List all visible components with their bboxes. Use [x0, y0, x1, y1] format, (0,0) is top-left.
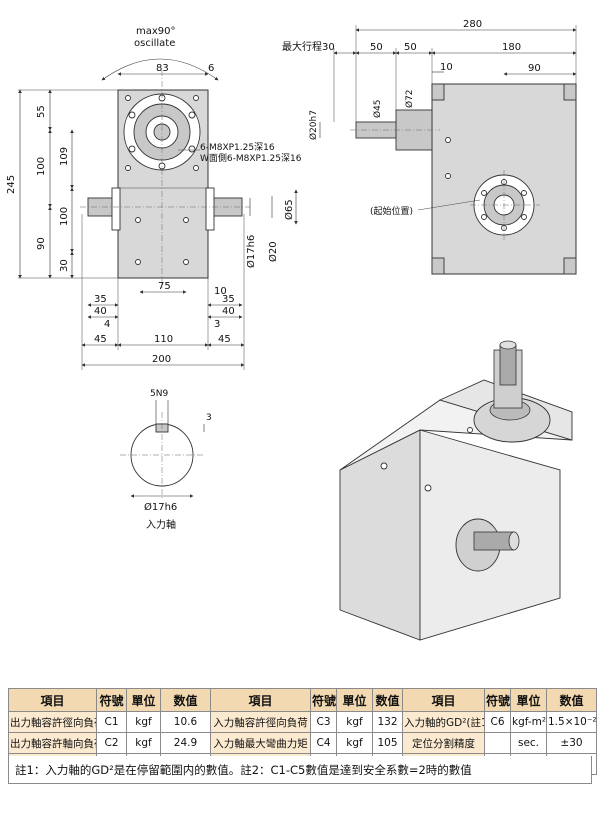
dim-40-right: 40 [222, 306, 235, 317]
table-cell: 入力軸容許徑向負荷 [210, 711, 311, 733]
dim-20: Ø20 [267, 241, 279, 262]
table-header-cell: 符號 [310, 688, 337, 712]
table-cell: 132 [372, 711, 403, 733]
dim-90-side: 90 [528, 63, 541, 74]
table-cell: ±30 [546, 732, 597, 754]
table-cell: 定位分割精度 [402, 732, 485, 754]
dim-110: 110 [154, 334, 173, 345]
table-cell: 24.9 [160, 732, 211, 754]
input-shaft-caption: 入力軸 [146, 518, 176, 531]
dim-10: 10 [214, 286, 227, 297]
dim-45-left: 45 [94, 334, 107, 345]
dim-max-stroke: 最大行程30 [282, 40, 335, 53]
table-header-cell: 項目 [210, 688, 311, 712]
table-cell: 出力軸容許軸向負荷 [8, 732, 97, 754]
front-view: max90° oscillate 83 6 55 109 100 [6, 26, 302, 370]
table-header-cell: 符號 [484, 688, 511, 712]
dim-65: Ø65 [283, 199, 295, 220]
table-header-cell: 項目 [8, 688, 97, 712]
dim-3: 3 [214, 319, 220, 330]
dim-50a: 50 [370, 42, 383, 53]
dim-180: 180 [502, 42, 521, 53]
dim-75: 75 [158, 281, 171, 292]
dim-10-side: 10 [440, 62, 453, 73]
table-cell: kgf [336, 711, 373, 733]
table-cell: 1.5×10⁻² [546, 711, 597, 733]
table-header-cell: 符號 [96, 688, 127, 712]
side-view: 280 最大行程30 50 50 180 10 90 Ø20h7 Ø45 Ø72… [282, 19, 577, 275]
oscillate-arc [101, 58, 219, 81]
table-header-row: 項目符號單位数值項目符號單位数值項目符號單位数值 [8, 688, 597, 712]
dim-55: 55 [36, 105, 47, 118]
dim-109: 109 [59, 147, 70, 166]
dim-45-side: Ø45 [372, 99, 383, 118]
dim-40-left: 40 [94, 306, 107, 317]
table-cell: C3 [310, 711, 337, 733]
dim-35-left: 35 [94, 294, 107, 305]
table-header-cell: 單位 [336, 688, 373, 712]
iso-input-shaft [473, 531, 515, 551]
dim-4: 4 [104, 319, 110, 330]
dim-100a: 100 [36, 157, 47, 176]
dim-45-right: 45 [218, 334, 231, 345]
table-cell: kgf-m² [510, 711, 547, 733]
dim-17h6-shaft: Ø17h6 [144, 501, 177, 513]
dim-83: 83 [156, 63, 169, 74]
isometric-view [339, 340, 573, 641]
dim-35-right: 35 [222, 294, 235, 305]
table-cell: 10.6 [160, 711, 211, 733]
table-cell: 105 [372, 732, 403, 754]
dim-30: 30 [59, 259, 70, 272]
dim-17h6: Ø17h6 [245, 235, 257, 268]
iso-output-shaft [499, 344, 517, 386]
dim-6: 6 [208, 63, 214, 74]
dim-20h7: Ø20h7 [308, 110, 319, 140]
table-header-cell: 数值 [372, 688, 403, 712]
table-cell: kgf [336, 732, 373, 754]
dim-200: 200 [152, 354, 171, 365]
dim-50b: 50 [404, 42, 417, 53]
footnotes: 註1：入力軸的GD²是在停留範圍内的數值。註2：C1-C5數值是達到安全系數=2… [8, 756, 592, 784]
table-header-cell: 数值 [546, 688, 597, 712]
table-cell: 入力軸的GD²(註1) [402, 711, 485, 733]
table-header-cell: 項目 [402, 688, 485, 712]
oscillate-label-1: max90° [136, 26, 176, 37]
dim-100b: 100 [59, 207, 70, 226]
dim-245: 245 [6, 175, 17, 194]
table-cell: C2 [96, 732, 127, 754]
table-cell: 出力軸容許徑向負荷 [8, 711, 97, 733]
dim-5n9: 5N9 [150, 389, 168, 399]
technical-drawing: max90° oscillate 83 6 55 109 100 [6, 19, 577, 641]
note-tapped-holes: 6-M8XP1.25深16 [200, 142, 275, 153]
note-w-side-holes: W面側6-M8XP1.25深16 [200, 152, 302, 164]
table-header-cell: 單位 [126, 688, 161, 712]
dim-72: Ø72 [404, 89, 415, 108]
table-cell: C1 [96, 711, 127, 733]
dim-3-key: 3 [206, 413, 212, 423]
table-cell [484, 732, 511, 754]
dim-280: 280 [463, 19, 482, 30]
table-cell: C6 [484, 711, 511, 733]
table-header-cell: 数值 [160, 688, 211, 712]
table-cell: sec. [510, 732, 547, 754]
table-header-cell: 單位 [510, 688, 547, 712]
table-cell: kgf [126, 732, 161, 754]
table-cell: 入力軸最大彎曲力矩 [210, 732, 311, 754]
dim-90: 90 [36, 237, 47, 250]
table-cell: kgf [126, 711, 161, 733]
table-cell: C4 [310, 732, 337, 754]
start-position-label: (起始位置) [370, 205, 413, 217]
shaft-section-view: 5N9 3 Ø17h6 入力軸 [120, 389, 212, 531]
oscillate-label-2: oscillate [134, 38, 175, 49]
